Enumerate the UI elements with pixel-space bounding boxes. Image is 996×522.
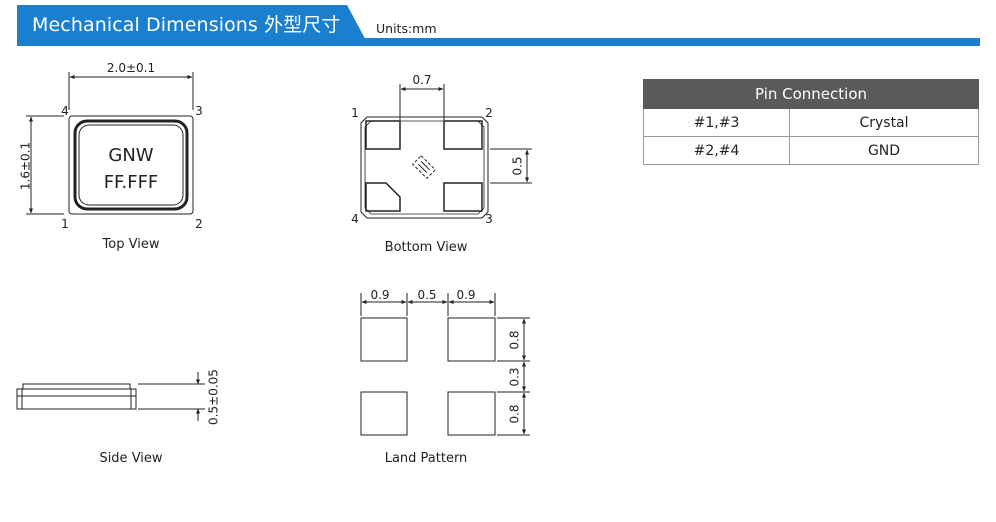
top-view-height-label: 1.6±0.1 (19, 142, 33, 190)
side-view-lid (22, 383, 131, 390)
top-view-lid-inner (78, 124, 184, 206)
bottom-pad-1 (365, 120, 401, 150)
top-view-pin-2: 2 (195, 217, 203, 231)
side-view (16, 372, 205, 421)
bottom-pad-4 (365, 182, 401, 212)
table-row: #1,#3 Crystal (643, 108, 979, 137)
top-view-pin-4: 4 (61, 104, 69, 118)
land-pad-bottom-left (360, 391, 408, 436)
bottom-view-pin-3: 3 (485, 212, 493, 226)
land-dim-top-1: 0.9 (370, 288, 389, 302)
bottom-view-caption: Bottom View (384, 240, 468, 255)
land-pad-bottom-right (447, 391, 496, 436)
side-view-base (16, 388, 137, 410)
units-label: Units:mm (376, 21, 437, 36)
marking-line-1: GNW (108, 145, 153, 166)
side-view-thickness-label: 0.5±0.05 (207, 369, 221, 425)
top-view-pin-1: 1 (61, 217, 69, 231)
side-view-caption: Side View (99, 451, 163, 466)
top-view (26, 72, 194, 215)
pin-table-title: Pin Connection (643, 79, 979, 109)
marking-line-2: FF.FFF (104, 172, 159, 193)
bottom-view-pin-4: 4 (351, 212, 359, 226)
section-header: Mechanical Dimensions 外型尺寸 Units:mm (0, 0, 996, 48)
pin-table-pins-cell: #2,#4 (643, 136, 790, 165)
land-pad-top-right (447, 317, 496, 362)
land-dim-right-2: 0.3 (508, 367, 522, 386)
bottom-view-pin-1: 1 (351, 106, 359, 120)
top-view-caption: Top View (102, 237, 160, 252)
land-pattern (360, 293, 530, 436)
bottom-pad-2 (443, 120, 483, 150)
bottom-view-outline (360, 116, 489, 219)
table-row: #2,#4 GND (643, 136, 979, 165)
pin-table-pins-cell: #1,#3 (643, 108, 790, 137)
bottom-view-pin-2: 2 (485, 106, 493, 120)
header-tab (17, 5, 369, 46)
pin-connection-table: Pin Connection #1,#3 Crystal #2,#4 GND (643, 79, 979, 165)
bottom-view-height-label: 0.5 (511, 156, 525, 175)
section-title: Mechanical Dimensions 外型尺寸 (32, 14, 341, 36)
bottom-view-outline-inner (364, 120, 485, 215)
bottom-pad-3 (443, 182, 483, 212)
bottom-center-mark (411, 154, 437, 180)
bottom-view-width-label: 0.7 (412, 73, 431, 87)
pin-table-header-row: Pin Connection (643, 79, 979, 109)
land-pad-top-left (360, 317, 408, 362)
land-dim-right-3: 0.8 (508, 404, 522, 423)
header-underline-bar (17, 38, 980, 46)
land-dim-right-1: 0.8 (508, 330, 522, 349)
land-dim-top-2: 0.5 (417, 288, 436, 302)
pin-table-function-cell: GND (789, 136, 979, 165)
top-view-package-outline (68, 115, 194, 215)
land-dim-top-3: 0.9 (456, 288, 475, 302)
top-view-lid (73, 119, 189, 211)
land-pattern-caption: Land Pattern (384, 451, 468, 466)
bottom-view (360, 84, 532, 219)
top-view-pin-3: 3 (195, 104, 203, 118)
top-view-width-label: 2.0±0.1 (107, 61, 155, 75)
pin-table-function-cell: Crystal (789, 108, 979, 137)
